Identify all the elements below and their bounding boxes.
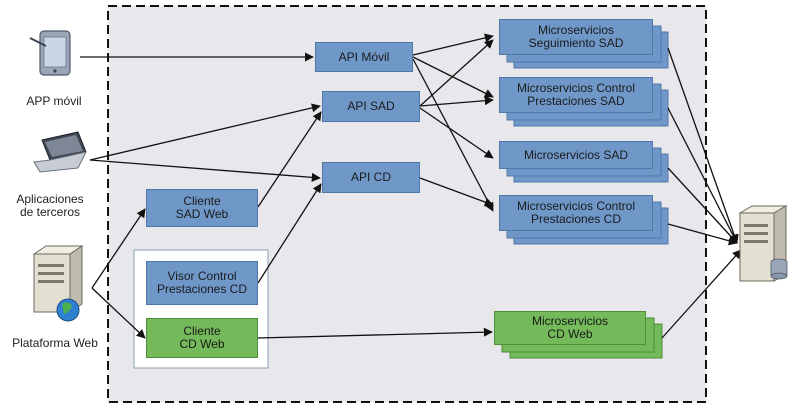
web-server-icon [32, 245, 84, 322]
arrow-api-cd-to-ms-control-cd [419, 177, 494, 207]
app-movil-label: APP móvil [26, 94, 82, 108]
visor-control-prestaciones-cd-box: Visor Control Prestaciones CD [146, 261, 258, 305]
plataforma-web-label: Plataforma Web [12, 336, 98, 350]
arrow-ms-seguimiento-to-db [667, 47, 739, 244]
arrow-api-sad-to-ms-sad [419, 107, 494, 159]
arrow-web-to-cliente-cd [91, 287, 146, 339]
arrow-ms-sad-to-db [667, 167, 738, 244]
api-movil-box: API Móvil [315, 42, 413, 72]
api-sad-box: API SAD [322, 91, 420, 122]
microservicios-sad-box: Microservicios SAD [499, 141, 653, 169]
arrow-ms-control-cd-to-db [667, 223, 738, 246]
arrow-terceros-to-api-cd [89, 159, 321, 182]
laptop-icon [33, 131, 87, 173]
arrow-ms-cd-web-to-db [661, 249, 742, 339]
connections [80, 33, 742, 339]
microservicios-control-prestaciones-cd-box: Microservicios Control Prestaciones CD [499, 195, 653, 231]
aplicaciones-terceros-label: Aplicaciones de terceros [16, 192, 84, 219]
arrow-terceros-to-api-sad [89, 103, 321, 161]
cliente-sad-web-box: Cliente SAD Web [146, 189, 258, 227]
arrow-ms-control-sad-to-db [667, 107, 738, 244]
cliente-cd-web-box: Cliente CD Web [146, 318, 258, 358]
arrow-cliente-cd-to-ms-cd-web [257, 327, 493, 339]
arrow-visor-to-api-cd [257, 183, 322, 284]
arrow-cliente-sad-to-api-sad [257, 111, 322, 208]
microservicios-cd-web-box: Microservicios CD Web [494, 311, 646, 345]
arrow-api-sad-to-ms-seguimiento [419, 39, 494, 107]
api-cd-box: API CD [322, 162, 420, 193]
arrow-web-to-cliente-sad [91, 208, 146, 289]
arrow-api-movil-to-ms-seguimiento [412, 33, 494, 56]
microservicios-seguimiento-sad-box: Microservicios Seguimiento SAD [499, 19, 653, 55]
arrow-api-movil-to-ms-control-cd [412, 58, 494, 212]
tablet-icon [29, 30, 71, 76]
arrow-api-sad-to-ms-control-sad [419, 96, 494, 107]
microservicios-control-prestaciones-sad-box: Microservicios Control Prestaciones SAD [499, 77, 653, 113]
database-server-icon [738, 205, 788, 282]
